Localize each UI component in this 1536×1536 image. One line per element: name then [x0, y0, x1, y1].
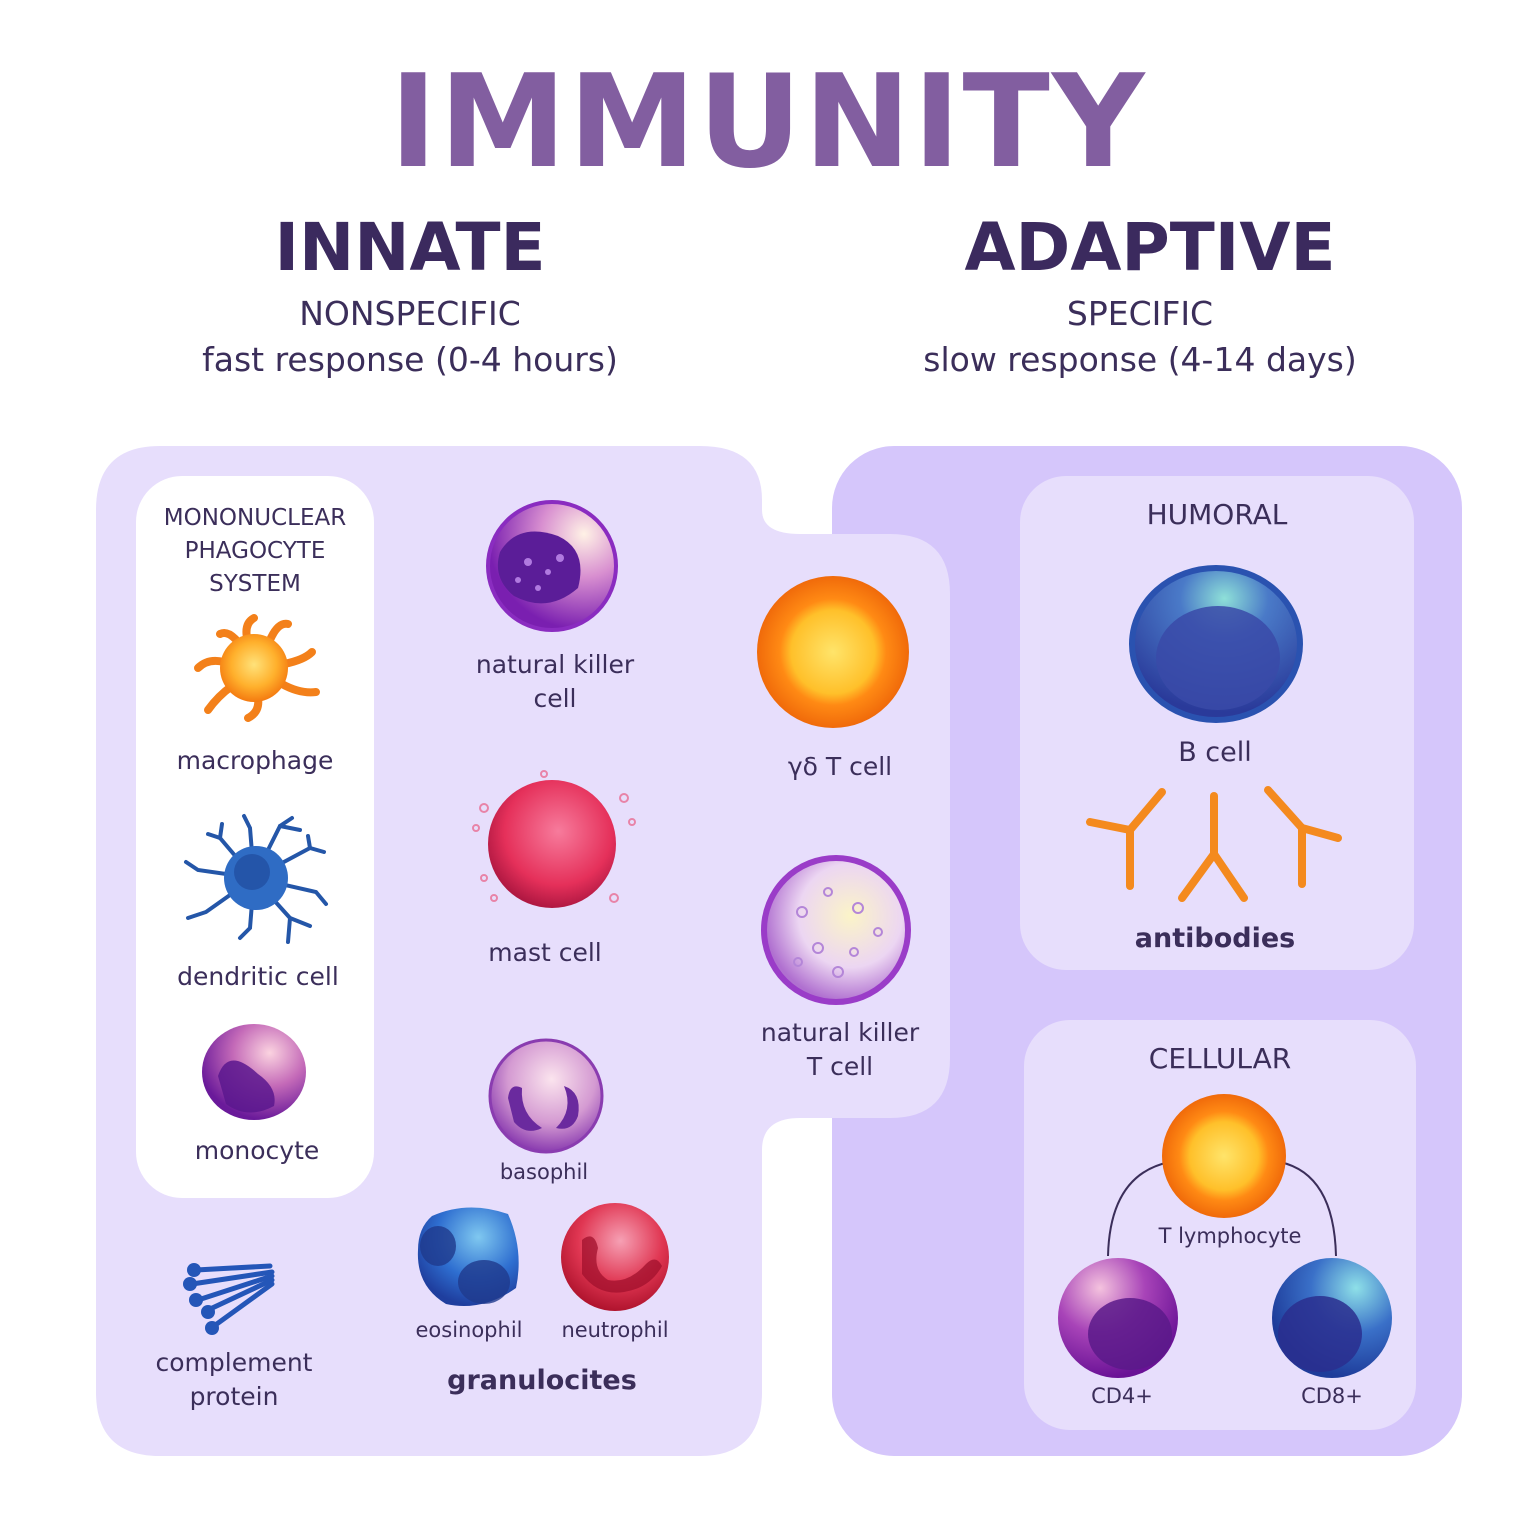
innate-heading: INNATE	[274, 209, 546, 286]
monocyte-label: monocyte	[194, 1136, 320, 1165]
cd4-label: CD4+	[1091, 1384, 1153, 1408]
monocyte-icon	[202, 1024, 306, 1120]
basophil-label: basophil	[499, 1160, 589, 1184]
cellular-heading: CELLULAR	[1148, 1042, 1292, 1075]
eosinophil-icon	[417, 1207, 519, 1306]
mps-heading-line-1: MONONUCLEAR	[163, 505, 347, 531]
complement-label-line-1: complement	[155, 1348, 313, 1377]
b-cell-icon	[1129, 565, 1303, 723]
basophil-icon	[488, 1038, 604, 1154]
mps-card	[136, 476, 374, 1198]
nk-label-line-1: natural killer	[475, 650, 635, 679]
gamma-delta-t-cell-icon	[757, 576, 909, 728]
granulocites-label: granulocites	[447, 1365, 637, 1396]
cd8-label: CD8+	[1301, 1384, 1363, 1408]
mps-heading-line-3: SYSTEM	[209, 571, 301, 597]
antibodies-icon	[1086, 786, 1342, 902]
dendritic-cell-label: dendritic cell	[177, 962, 339, 991]
adaptive-subtitle: SPECIFIC	[1066, 294, 1214, 333]
adaptive-heading: ADAPTIVE	[964, 209, 1336, 286]
b-cell-label: B cell	[1178, 737, 1252, 768]
mast-cell-icon	[472, 770, 636, 908]
macrophage-label: macrophage	[176, 746, 334, 775]
complement-protein-icon	[183, 1263, 275, 1335]
adaptive-speed: slow response (4-14 days)	[923, 340, 1357, 379]
page-title: IMMUNITY	[389, 48, 1147, 197]
natural-killer-t-cell-label: natural killer T cell	[740, 1016, 940, 1084]
humoral-card	[1020, 476, 1414, 970]
innate-subtitle: NONSPECIFIC	[299, 294, 521, 333]
natural-killer-t-cell-icon	[761, 855, 911, 1005]
nkt-label-line-2: T cell	[806, 1052, 874, 1081]
antibodies-label: antibodies	[1134, 923, 1296, 954]
natural-killer-cell-icon	[486, 500, 618, 632]
eosinophil-label: eosinophil	[415, 1318, 523, 1342]
t-lymphocyte-tree	[1058, 1094, 1392, 1378]
humoral-heading: HUMORAL	[1146, 498, 1288, 531]
mps-heading: MONONUCLEAR PHAGOCYTE SYSTEM	[136, 502, 374, 601]
dendritic-cell-icon	[184, 814, 328, 944]
nk-label-line-2: cell	[533, 684, 577, 713]
mps-heading-line-2: PHAGOCYTE	[184, 538, 326, 564]
complement-protein-label: complement protein	[136, 1346, 332, 1414]
innate-speed: fast response (0-4 hours)	[202, 340, 618, 379]
mast-cell-label: mast cell	[488, 938, 602, 967]
t-lymphocyte-label: T lymphocyte	[1158, 1224, 1302, 1248]
neutrophil-icon	[561, 1203, 669, 1311]
complement-label-line-2: protein	[189, 1382, 279, 1411]
gamma-delta-t-cell-label: γδ T cell	[787, 752, 893, 781]
natural-killer-cell-label: natural killer cell	[440, 648, 670, 716]
neutrophil-label: neutrophil	[561, 1318, 669, 1342]
nkt-label-line-1: natural killer	[760, 1018, 920, 1047]
macrophage-icon	[194, 614, 320, 722]
